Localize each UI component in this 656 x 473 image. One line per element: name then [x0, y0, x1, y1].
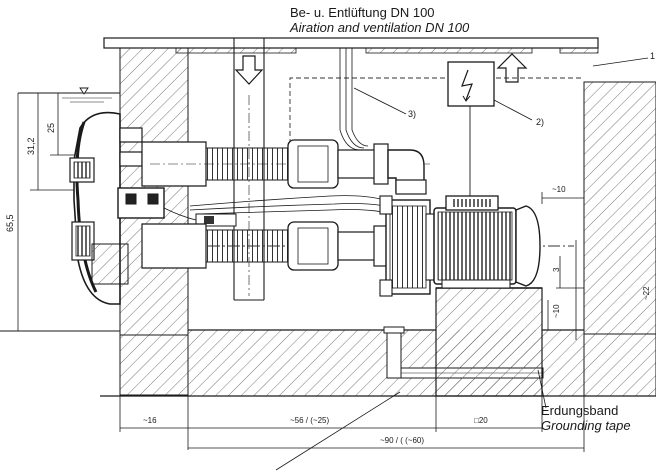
grounding-label-german: Erdungsband	[541, 403, 619, 418]
dimension-31-2: 31,2	[26, 137, 36, 155]
air-down-arrow	[234, 55, 264, 85]
left-dimension-lines	[17, 93, 78, 331]
cable-connector	[195, 213, 237, 227]
callout-leaders	[275, 57, 649, 471]
floor-slab	[0, 329, 656, 397]
callout-1: 1	[650, 51, 656, 61]
dimension-10-bottom: ~10	[552, 304, 561, 318]
left-wall	[119, 47, 189, 396]
dimension-22: ~22	[642, 286, 651, 300]
dimension-10-top: ~10	[552, 185, 566, 194]
water-level	[18, 87, 120, 103]
dimension-20: □20	[474, 416, 488, 425]
dimension-3: 3	[552, 267, 561, 272]
dimension-16: ~16	[143, 416, 157, 425]
lower-pipe	[141, 221, 389, 271]
bottom-dimension-lines	[119, 396, 585, 452]
motor-plinth	[435, 287, 543, 397]
grounding-label-english: Grounding tape	[541, 418, 631, 433]
dimension-25: 25	[46, 122, 56, 133]
pump-head	[379, 195, 437, 297]
callout-3: 3)	[408, 109, 417, 119]
dimension-65-5: 65,5	[5, 214, 15, 232]
upper-pipe	[141, 139, 430, 195]
pump-motor	[433, 195, 541, 289]
dimension-90: ~90 / ( (~60)	[380, 436, 425, 445]
right-dimension-lines	[541, 192, 585, 340]
dimension-56: ~56 / (~25)	[290, 416, 330, 425]
callout-2: 2)	[536, 117, 545, 127]
control-box	[447, 61, 495, 200]
cables	[163, 48, 395, 225]
title-german: Be- u. Entlüftung DN 100	[290, 5, 435, 20]
right-wall	[583, 81, 656, 397]
skimmer-body	[69, 111, 165, 305]
top-slab	[103, 37, 599, 54]
air-up-arrow	[496, 53, 528, 83]
title-english: Airation and ventilation DN 100	[290, 20, 470, 35]
